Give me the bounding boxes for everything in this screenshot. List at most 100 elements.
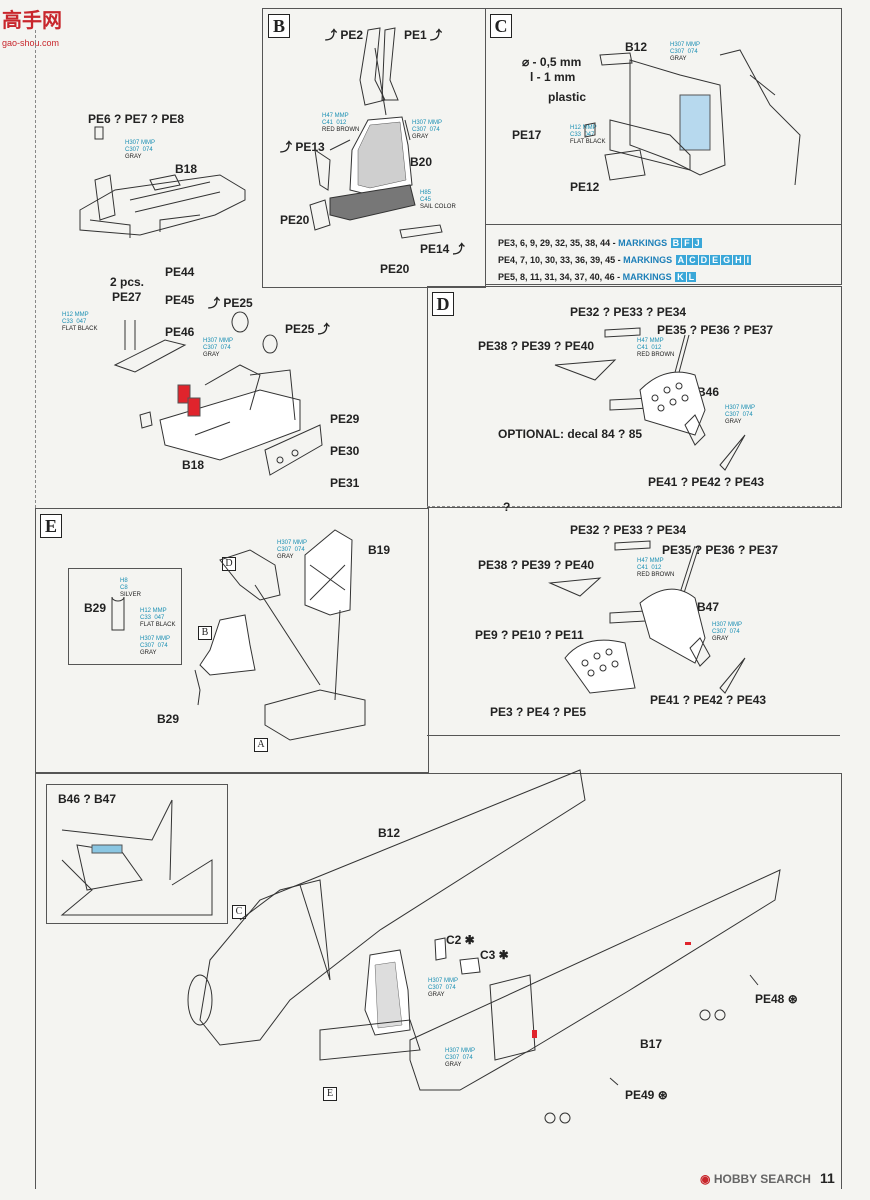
part-b19: B19 [368, 543, 391, 557]
b29-inset-frame [68, 568, 182, 665]
step-e-frame [35, 508, 429, 773]
pe25-label-a: ⤴ PE25 [208, 296, 253, 310]
watermark-logo-icon: ◉ [700, 1172, 714, 1186]
watermark-text: HOBBY SEARCH [713, 1172, 811, 1186]
paint-callout-sail: H85 C45 SAIL COLOR [420, 190, 456, 210]
part-b47: B47 [697, 600, 720, 614]
b46-b47-inset-frame [46, 784, 228, 924]
markings-row-2: PE4, 7, 10, 30, 33, 36, 39, 45 - MARKING… [498, 255, 752, 265]
fuselage-assembly-drawing [187, 769, 781, 1124]
paint-callout-gray: H307 MMP C307 074 GRAY [277, 540, 308, 560]
step-b-marker: B [268, 14, 290, 38]
paint-callout-gray: H307 MMP C307 074 GRAY [125, 140, 156, 160]
step-d-marker: D [432, 292, 454, 316]
markings-frame [485, 224, 842, 285]
part-b18-top: B18 [175, 162, 198, 176]
alt-pe32-34-label: PE32 ? PE33 ? PE34 [570, 523, 687, 537]
pe30-label: PE30 [330, 444, 360, 458]
pe45-label: PE45 [165, 293, 195, 307]
left-divider [35, 30, 36, 508]
pe35-37-label: PE35 ? PE36 ? PE37 [657, 323, 774, 337]
pe13-label: ⤴ PE13 [280, 140, 325, 154]
logo-subtext: gao-shou.com [2, 38, 60, 48]
alt-d-divider [427, 506, 840, 507]
paint-callout-flat-black: H12 MMP C33 047 FLAT BLACK [570, 125, 606, 145]
paint-callout-red-brown: H47 MMP C41 012 RED BROWN [637, 338, 675, 358]
ref-step-b: B [198, 626, 212, 640]
paint-callout-gray: H307 MMP C307 074 GRAY [712, 622, 743, 642]
paint-callout-gray: H307 MMP C307 074 GRAY [412, 120, 443, 140]
part-b20: B20 [410, 155, 433, 169]
pe9-11-label: PE9 ? PE10 ? PE11 [475, 628, 584, 642]
pe48-label: PE48 ⊛ [755, 992, 798, 1006]
pe49-label: PE49 ⊛ [625, 1088, 668, 1102]
paint-callout-gray-2: H307 MMP C307 074 GRAY [445, 1048, 476, 1068]
pe29-label: PE29 [330, 412, 360, 426]
step-d-frame [427, 286, 842, 508]
pe25-label-b: PE25 ⤴ [285, 322, 330, 336]
part-b17: B17 [640, 1037, 663, 1051]
part-b12-final: B12 [378, 826, 401, 840]
inset-cockpit-drawing [60, 799, 213, 916]
step-e-marker: E [40, 514, 62, 538]
paint-callout-flat-black: H12 MMP C33 047 FLAT BLACK [140, 608, 176, 628]
c3-label: C3 ✱ [480, 948, 509, 962]
pe41-43-alt-label: PE41 ? PE42 ? PE43 [650, 693, 767, 707]
site-logo: 高手网 gao-shou.com [2, 4, 62, 51]
paint-callout-gray-1: H307 MMP C307 074 GRAY [428, 978, 459, 998]
seat-drawing [309, 27, 443, 239]
b18-floor-drawing [79, 126, 246, 238]
paint-callout-red-brown: H47 MMP C41 012 RED BROWN [322, 113, 360, 133]
step-c-marker: C [490, 14, 512, 38]
instrument-panel-b47-drawing [548, 540, 746, 694]
hobby-search-watermark: ◉ HOBBY SEARCH [700, 1172, 811, 1186]
rod-diameter: ⌀ - 0,5 mm [522, 55, 582, 69]
paint-callout-gray: H307 MMP C307 074 GRAY [203, 338, 234, 358]
inset-label: B46 ? B47 [58, 792, 117, 806]
rod-length: l - 1 mm [530, 70, 576, 84]
page-number: 11 [820, 1170, 835, 1186]
logo-text: 高手网 [2, 8, 62, 32]
ref-step-a: A [254, 738, 268, 752]
final-frame [35, 773, 842, 1189]
b18-cockpit-drawing [113, 311, 323, 476]
alt-pe38-40-label: PE38 ? PE39 ? PE40 [478, 558, 595, 572]
part-b46: B46 [697, 385, 720, 399]
markings-row-1: PE3, 6, 9, 29, 32, 35, 38, 44 - MARKINGS… [498, 238, 702, 248]
paint-callout-gray: H307 MMP C307 074 GRAY [725, 405, 756, 425]
paint-callout-red-brown: H47 MMP C41 012 RED BROWN [637, 558, 675, 578]
c2-label: C2 ✱ [446, 933, 475, 947]
alt-d-marker: ? [503, 500, 511, 514]
pe2-label: ⤴ PE2 [325, 28, 364, 42]
pe1-label: PE1 ⤴ [404, 28, 443, 42]
optional-decal-label: OPTIONAL: decal 84 ? 85 [498, 427, 643, 441]
ref-step-c: C [232, 905, 246, 919]
pe17-label: PE17 [512, 128, 542, 142]
pe12-label: PE12 [570, 180, 600, 194]
part-b12-c: B12 [625, 40, 648, 54]
pe14-label: PE14 ⤴ [420, 242, 465, 256]
alt-pe35-37-label: PE35 ? PE36 ? PE37 [662, 543, 779, 557]
pe20-label-a: PE20 [280, 213, 310, 227]
step-e-assembly-drawing [111, 529, 366, 741]
paint-callout-silver: H8 C8 SILVER [120, 578, 141, 598]
part-b29: B29 [157, 712, 180, 726]
alt-d-bottom-line [427, 735, 840, 736]
pe3-5-label: PE3 ? PE4 ? PE5 [490, 705, 587, 719]
pe44-label: PE44 [165, 265, 195, 279]
pe20-label-b: PE20 [380, 262, 410, 276]
paint-callout-flat-black: H12 MMP C33 047 FLAT BLACK [62, 312, 98, 332]
instrument-panel-b46-drawing [554, 327, 746, 471]
pe32-34-label: PE32 ? PE33 ? PE34 [570, 305, 687, 319]
qty-label: 2 pcs. [110, 275, 145, 289]
frame-b12-drawing [584, 49, 801, 186]
pe46-label: PE46 [165, 325, 195, 339]
step-c-frame [485, 8, 842, 225]
pe6-pe8-label: PE6 ? PE7 ? PE8 [88, 112, 185, 126]
pe31-label: PE31 [330, 476, 360, 490]
pe41-43-label: PE41 ? PE42 ? PE43 [648, 475, 765, 489]
part-b18-mid: B18 [182, 458, 205, 472]
paint-callout-gray: H307 MMP C307 074 GRAY [670, 42, 701, 62]
markings-row-3: PE5, 8, 11, 31, 34, 37, 40, 46 - MARKING… [498, 272, 697, 282]
paint-callout-gray-inset: H307 MMP C307 074 GRAY [140, 636, 171, 656]
